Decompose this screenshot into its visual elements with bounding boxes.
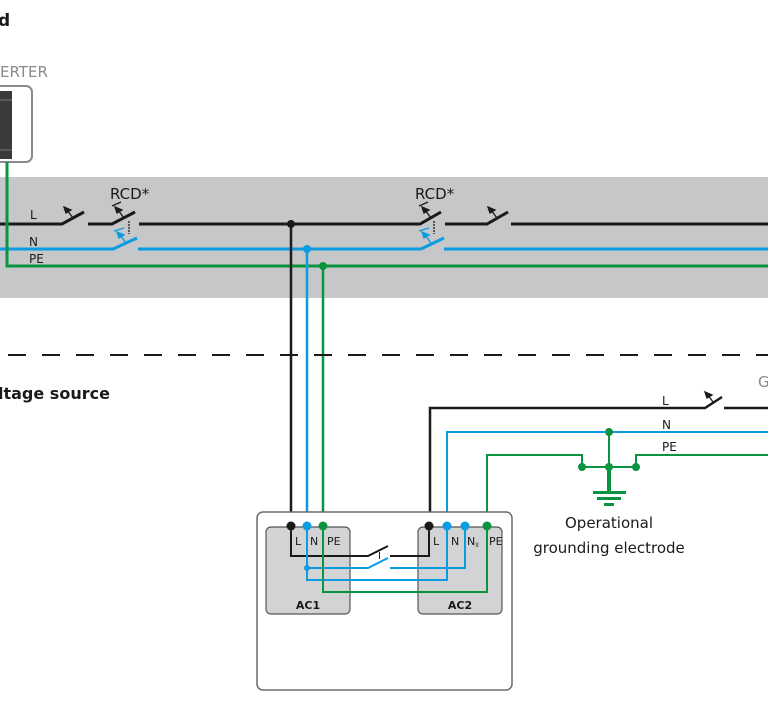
internal-wire-n2 (390, 526, 466, 569)
ac2-terminal-pe: PE (489, 535, 503, 548)
rcd-label-1: RCD* (110, 185, 150, 203)
switch-mark: I (378, 551, 381, 562)
distribution-band (0, 177, 768, 298)
ac2-title: AC2 (448, 599, 472, 612)
grid-switch-actuator (703, 390, 714, 403)
terminal-dot (302, 521, 312, 531)
grid-label-l: L (662, 394, 669, 408)
internal-wire-l (390, 526, 430, 557)
electrode-label-line1: Operational (565, 514, 653, 532)
junction-dot (578, 463, 586, 471)
internal-wire-pe (322, 526, 488, 593)
junction-dot (304, 565, 310, 571)
ac2-terminal-n2: NII (467, 535, 479, 549)
ac1-title: AC1 (296, 599, 320, 612)
title-fragment: d (0, 11, 10, 31)
junction-dot (632, 463, 640, 471)
junction-dot (319, 262, 327, 270)
bus-line-l (0, 210, 768, 226)
electrode-label-line2: grounding electrode (533, 539, 685, 557)
terminal-dot (460, 521, 470, 531)
bus-label-l: L (30, 208, 37, 222)
internal-wire-l (290, 526, 389, 557)
rcd-neutral-actuators (113, 227, 432, 244)
ac1-terminal-l: L (295, 535, 302, 548)
terminal-dot (442, 521, 452, 531)
terminal-dot (286, 521, 296, 531)
ground-icon (593, 491, 626, 506)
terminal-dot (318, 521, 328, 531)
junction-dot (605, 463, 613, 471)
ac2-terminal-l: L (433, 535, 440, 548)
ac2-terminal-n: N (451, 535, 459, 548)
terminal-dot (482, 521, 492, 531)
grid-line-pe (486, 432, 768, 526)
internal-wire-n (306, 526, 448, 581)
inverter-icon (0, 85, 33, 163)
internal-wire-n-switch (307, 557, 389, 569)
bus-line-n (0, 236, 768, 251)
bus-label-n: N (29, 235, 38, 249)
section-label: ltage source (0, 384, 110, 403)
grid-label-n: N (662, 418, 671, 432)
grid-line-n (446, 431, 768, 526)
grid-line-l (428, 395, 768, 526)
junction-dot (605, 428, 613, 436)
junction-dot (303, 245, 311, 253)
rcd-label-2: RCD* (415, 185, 455, 203)
inverter-label: ERTER (0, 63, 48, 81)
junction-dot (287, 220, 295, 228)
ac1-terminal-n: N (310, 535, 318, 548)
grid-label-fragment: G (758, 373, 768, 391)
grid-label-pe: PE (662, 440, 677, 454)
bus-label-pe: PE (29, 252, 44, 266)
bus-line-pe (5, 162, 768, 268)
terminal-dot (424, 521, 434, 531)
ac1-terminal-pe: PE (327, 535, 341, 548)
breaker-actuators (62, 201, 498, 234)
